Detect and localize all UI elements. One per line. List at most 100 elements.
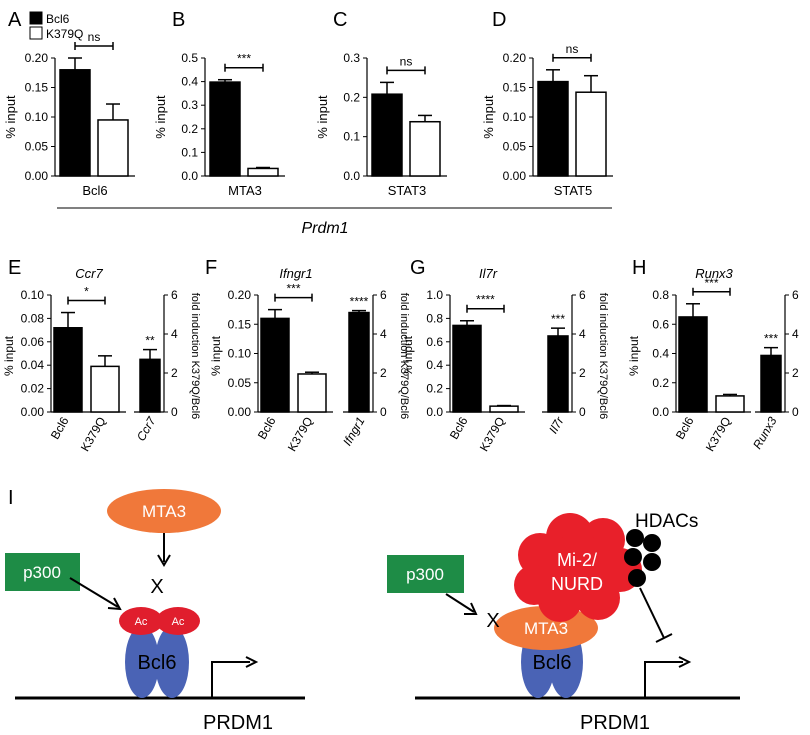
panel-h-fold-y-tick-label: 0 — [792, 405, 799, 419]
panel-c-ylabel: % input — [315, 95, 330, 139]
panel-g-y-tick-label: 0.8 — [426, 311, 443, 325]
bcl6-label-left: Bcl6 — [138, 652, 177, 674]
panel-b-ylabel: % input — [153, 95, 168, 139]
mta3-arrowhead-left — [157, 554, 171, 567]
panel-d-sig-label: ns — [566, 42, 579, 56]
panel-g-bar-bcl6 — [452, 324, 482, 413]
panel-f-y-tick-label: 0.10 — [228, 347, 252, 361]
diagram-left: Bcl6 Ac Ac MTA3 X p300 PRDM1 — [5, 489, 305, 734]
panel-c-letter: C — [333, 9, 347, 31]
panel-e-letter: E — [8, 257, 21, 279]
hdac-cluster — [624, 529, 661, 587]
panel-b-y-tick-label: 0.0 — [181, 169, 198, 183]
panel-h-y-tick-label: 0.4 — [652, 347, 669, 361]
panel-b-y-tick-label: 0.5 — [181, 51, 198, 65]
p300-arrowhead-left — [107, 597, 122, 611]
panel-h-y-tick-label: 0.6 — [652, 317, 669, 331]
panel-c-bar-bcl6 — [371, 93, 403, 177]
panel-a-y-tick-label: 0.05 — [25, 140, 49, 154]
panel-f-y-tick-label: 0.05 — [228, 376, 252, 390]
panel-e-y-tick-label: 0.02 — [21, 382, 45, 396]
ac-mark-2 — [156, 607, 200, 635]
panel-g-xtick-k379q: K379Q — [477, 415, 508, 454]
panel-h-xtick-k379q: K379Q — [703, 415, 734, 454]
panel-e-y-tick-label: 0.04 — [21, 358, 45, 372]
legend-label-k379q: K379Q — [46, 27, 83, 41]
panel-h-gene-title: Runx3 — [695, 266, 733, 281]
panel-g-gene-title: Il7r — [479, 266, 498, 281]
panel-g-letter: G — [410, 257, 426, 279]
panel-c-sig-label: ns — [400, 54, 413, 68]
panel-f-xtick-k379q: K379Q — [285, 415, 316, 454]
panel-f-fold-sig: **** — [350, 295, 369, 309]
panel-d-y-tick-label: 0.05 — [503, 140, 527, 154]
hdacs-label: HDACs — [635, 511, 698, 532]
panel-d-y-tick-label: 0.00 — [503, 169, 527, 183]
panel-g-fold-y-tick-label: 2 — [579, 366, 586, 380]
mechanism-diagram: I Bcl6 Ac Ac MTA3 X p300 PRDM1 — [5, 487, 740, 734]
panel-g-fold-bar — [547, 335, 569, 413]
panel-e-gene-title: Ccr7 — [75, 266, 103, 281]
panel-h-bar-bcl6 — [678, 316, 708, 413]
block-x-right: X — [486, 610, 499, 632]
panel-h-y-tick-label: 0.8 — [652, 288, 669, 302]
legend-swatch-k379q — [29, 26, 43, 40]
panel-d-xlabel: STAT5 — [554, 183, 593, 198]
ac-mark-1 — [119, 607, 163, 635]
legend-label-bcl6: Bcl6 — [46, 12, 70, 26]
panel-c-y-tick-label: 0.2 — [343, 90, 360, 104]
diagram-right: Bcl6 MTA3 Mi-2/ NURD — [387, 511, 740, 734]
panel-f-y-tick-label: 0.15 — [228, 317, 252, 331]
ac-label-2: Ac — [172, 616, 185, 628]
panel-d-y-tick-label: 0.15 — [503, 81, 527, 95]
hdac-inhibition-line — [639, 587, 665, 639]
p300-arrow-right — [445, 593, 475, 613]
panel-h-bar-k379q — [715, 395, 745, 413]
panel-a-letter: A — [8, 9, 22, 31]
panel-letter-i: I — [8, 487, 14, 509]
panel-g-y-tick-label: 0.0 — [426, 405, 443, 419]
panel-f-fold-y-tick-label: 2 — [380, 366, 387, 380]
panel-a-y-tick-label: 0.20 — [25, 51, 49, 65]
prdm1-caption: Prdm1 — [301, 220, 348, 237]
panel-b-xlabel: MTA3 — [228, 183, 262, 198]
panel-f-bar-k379q — [297, 373, 327, 413]
panel-d-bar-bcl6 — [537, 80, 569, 177]
panel-e-fold-sig: ** — [145, 334, 155, 348]
panel-g-fold-ylabel: fold induction K379Q/Bcl6 — [597, 293, 609, 420]
panel-e-sig-label: * — [84, 285, 89, 299]
panel-g-y-tick-label: 0.6 — [426, 335, 443, 349]
panel-g-y-tick-label: 0.2 — [426, 382, 443, 396]
panel-c-y-tick-label: 0.3 — [343, 51, 360, 65]
panel-h-fold-bar — [760, 354, 782, 413]
panel-f-y-tick-label: 0.20 — [228, 288, 252, 302]
panel-e-y-tick-label: 0.10 — [21, 288, 45, 302]
panel-g-y-tick-label: 0.4 — [426, 358, 443, 372]
panel-d-letter: D — [492, 9, 506, 31]
panel-e-bar-k379q — [90, 365, 120, 413]
panel-e-fold-y-tick-label: 6 — [171, 288, 178, 302]
tss-arrow-left — [211, 661, 250, 698]
panel-g-fold-y-tick-label: 6 — [579, 288, 586, 302]
panel-f-bar-bcl6 — [260, 317, 290, 413]
gene-label-left: PRDM1 — [203, 712, 273, 734]
panel-e-y-tick-label: 0.00 — [21, 405, 45, 419]
panel-h-letter: H — [632, 257, 646, 279]
panel-e-fold-bar — [139, 358, 161, 413]
panel-h-fold-xtick: Runx3 — [750, 414, 780, 451]
panel-c-bar-k379q — [409, 120, 441, 177]
tss-arrow-right — [644, 661, 683, 698]
legend-swatch-bcl6 — [29, 11, 43, 25]
panel-g-y-tick-label: 1.0 — [426, 288, 443, 302]
panel-b-y-tick-label: 0.3 — [181, 98, 198, 112]
panel-f-letter: F — [205, 257, 217, 279]
nurd-label-line2: NURD — [551, 574, 603, 594]
panel-f-gene-title: Ifngr1 — [279, 266, 312, 281]
panel-f-fold-ylabel: fold induction K379Q/Bcl6 — [398, 293, 410, 420]
panel-b-sig-label: *** — [237, 52, 251, 66]
p300-label-left: p300 — [23, 563, 61, 582]
